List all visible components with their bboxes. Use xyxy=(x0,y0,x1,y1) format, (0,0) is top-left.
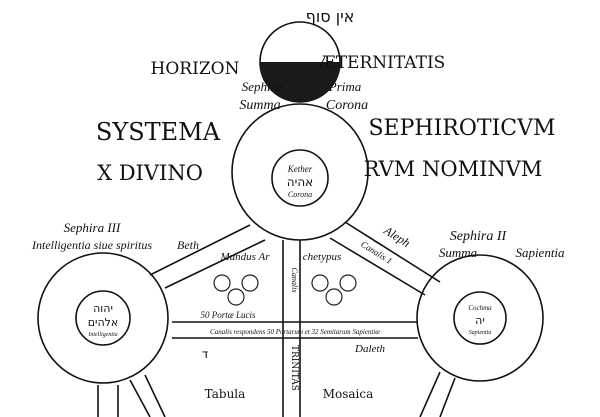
trinitas-label: TRINITAS xyxy=(289,345,299,391)
kether-hebrew: אהיה xyxy=(287,175,313,189)
aeternitatis-label: ÆTERNITATIS xyxy=(318,53,446,73)
title-x-divino: X DIVINO xyxy=(97,161,203,185)
daleth-label: Daleth xyxy=(354,343,385,355)
canalis-1-label: Canalis 1 xyxy=(359,239,394,266)
title-rum-nominum: RVM NOMINVM xyxy=(364,157,543,181)
horizon-label: HORIZON xyxy=(151,59,240,79)
mundus-label: Mundus Ar xyxy=(220,251,271,263)
sephira-label: Sephira xyxy=(242,79,283,94)
binah-hebrew-2: אלהים xyxy=(88,316,119,329)
tabula-label: Tabula xyxy=(205,387,246,401)
channels xyxy=(97,221,456,417)
chochmah-name: Cochma xyxy=(468,304,492,312)
archetypus-label: chetypus xyxy=(303,251,341,263)
title-sephiroticum: SEPHIROTICVM xyxy=(368,116,555,141)
kether-circle xyxy=(231,103,369,241)
horizon-circle xyxy=(259,21,341,103)
cherubs xyxy=(213,274,357,306)
chochmah-label: Sapientia xyxy=(469,330,492,336)
kether-corona: Corona xyxy=(288,190,312,199)
daleth-letter: ד xyxy=(202,347,209,361)
sephira-iii-heading: Sephira III xyxy=(64,220,121,235)
corona-label: Corona xyxy=(326,98,368,113)
ein-sof-hebrew: אין סוף xyxy=(306,7,355,26)
binah-circle xyxy=(37,252,169,384)
canal-bar-label: Canalis respondens 50 Portarum et 32 Sem… xyxy=(210,328,380,336)
binah-hebrew-1: יהוה xyxy=(93,302,113,315)
summa-right-label: Summa xyxy=(439,245,478,260)
title-systema: SYSTEMA xyxy=(96,118,221,146)
sephira-ii-heading: Sephira II xyxy=(450,229,508,244)
sapientia-right-label: Sapientia xyxy=(515,245,565,260)
binah-label: Intelligentia xyxy=(87,332,117,338)
aleph-label: Aleph xyxy=(381,223,413,250)
kether-name: Kether xyxy=(287,164,313,174)
canalis-vertical-label: Canalis xyxy=(290,268,299,293)
beth-label: Beth xyxy=(177,238,199,252)
chochmah-circle xyxy=(416,254,544,382)
mosaica-label: Mosaica xyxy=(323,387,374,401)
portae-label: 50 Portæ Lucis xyxy=(200,310,256,320)
sephira-iii-subheading: Intelligentia siue spiritus xyxy=(31,238,152,252)
chochmah-hebrew: יה xyxy=(475,314,485,327)
summa-label: Summa xyxy=(239,98,280,113)
prima-label: Prima xyxy=(328,79,362,94)
